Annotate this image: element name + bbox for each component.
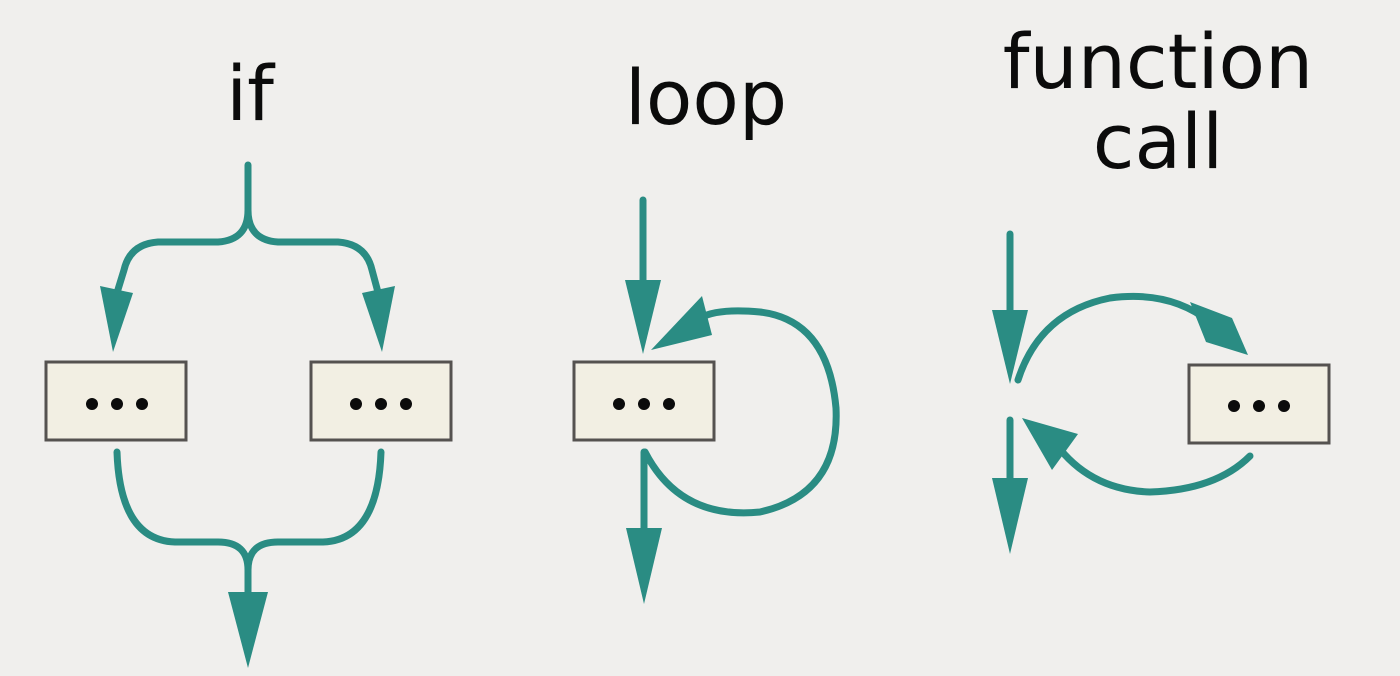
- if-panel: if: [44, 49, 453, 668]
- loop-block-dot: [638, 398, 650, 410]
- loop-entry-arrowhead: [625, 280, 661, 354]
- if-left-arrowhead: [100, 286, 133, 352]
- function-call-title-line2: call: [1093, 97, 1224, 186]
- call-return-arc: [1052, 440, 1254, 496]
- if-right-block-dot: [350, 398, 362, 410]
- if-merge-left: [113, 448, 252, 610]
- call-out-arc: [1014, 292, 1214, 384]
- if-left-block-dot: [136, 398, 148, 410]
- call-exit-arrowhead: [992, 478, 1028, 554]
- call-return-arrowhead: [1022, 418, 1078, 470]
- call-out-arrowhead-fill: [1190, 302, 1248, 355]
- function-call-panel: function call: [992, 17, 1331, 554]
- function-block: [1187, 363, 1331, 445]
- loop-block-dot: [613, 398, 625, 410]
- loop-exit-arrowhead: [626, 528, 662, 604]
- if-merge-right: [244, 448, 385, 574]
- if-entry-arrow: [112, 161, 252, 300]
- if-right-block: [309, 360, 453, 442]
- if-entry-arrow-right: [244, 206, 383, 300]
- function-block-dot: [1253, 400, 1265, 412]
- if-right-block-dot: [400, 398, 412, 410]
- if-title: if: [226, 49, 276, 138]
- loop-block-dot: [663, 398, 675, 410]
- loop-back-arc: [641, 307, 840, 517]
- loop-back-arrowhead: [651, 296, 712, 350]
- if-exit-arrowhead: [228, 592, 268, 668]
- loop-block: [572, 360, 716, 442]
- if-left-block: [44, 360, 188, 442]
- function-call-title-line1: function: [1003, 17, 1313, 106]
- if-right-arrowhead: [362, 286, 395, 352]
- if-left-block-dot: [111, 398, 123, 410]
- call-entry-arrowhead: [992, 310, 1028, 384]
- function-block-dot: [1278, 400, 1290, 412]
- loop-title: loop: [625, 53, 787, 142]
- function-block-dot: [1228, 400, 1240, 412]
- loop-panel: loop: [572, 53, 840, 604]
- if-right-block-dot: [375, 398, 387, 410]
- if-left-block-dot: [86, 398, 98, 410]
